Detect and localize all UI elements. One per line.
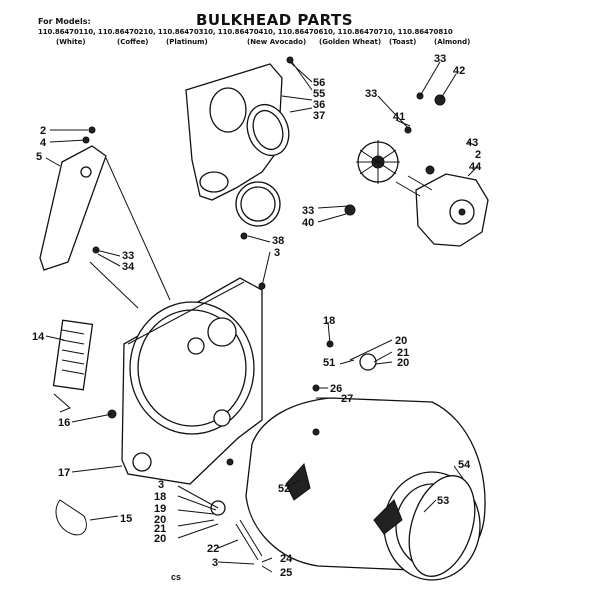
page-title: BULKHEAD PARTS [196, 11, 354, 29]
callout-14: 14 [32, 331, 45, 343]
callout-42: 42 [453, 65, 465, 77]
callout-15: 15 [120, 513, 132, 525]
callout-2-right: 2 [475, 149, 481, 161]
color-label-new-avocado: (New Avocado) [247, 38, 307, 46]
blower-wheel [356, 140, 400, 184]
callout-51: 51 [323, 357, 335, 369]
leader-lines [45, 61, 479, 573]
callout-41: 41 [393, 111, 405, 123]
color-label-white: (White) [56, 38, 86, 46]
callout-3-mid: 3 [274, 247, 280, 259]
callout-55: 55 [313, 88, 325, 100]
color-label-platinum: (Platinum) [166, 38, 208, 46]
callout-52: 52 [278, 483, 290, 495]
lint-duct-panel [39, 145, 107, 271]
gasket-ring [235, 181, 281, 227]
callouts: 56 55 36 37 33 42 33 41 43 2 44 2 4 5 33… [32, 53, 482, 582]
color-label-almond: (Almond) [434, 38, 471, 46]
callout-19: 19 [154, 503, 166, 515]
callout-22: 22 [207, 543, 219, 555]
callout-40: 40 [302, 217, 314, 229]
callout-34: 34 [122, 261, 135, 273]
callout-20-lower: 20 [154, 514, 166, 526]
callout-33-top: 33 [434, 53, 446, 65]
callout-56: 56 [313, 77, 325, 89]
heater-element [52, 319, 94, 413]
blower-housing [415, 173, 489, 247]
color-label-toast: (Toast) [389, 38, 417, 46]
callout-24: 24 [280, 553, 293, 565]
callout-26: 26 [330, 383, 342, 395]
callout-33-blower: 33 [302, 205, 314, 217]
belt-15 [55, 499, 87, 536]
callout-21-upper: 21 [397, 347, 409, 359]
color-label-golden-wheat: (Golden Wheat) [319, 38, 382, 46]
for-models-label: For Models: [38, 17, 91, 26]
roller-51 [359, 353, 377, 371]
callout-5: 5 [36, 151, 42, 163]
callout-20-upper: 20 [395, 335, 407, 347]
callout-3-bottom: 3 [212, 557, 218, 569]
callout-33-upper-mid: 33 [365, 88, 377, 100]
callout-4: 4 [40, 137, 47, 149]
callout-3-lower: 3 [158, 479, 164, 491]
callout-37: 37 [313, 110, 325, 122]
callout-20-lower-b: 20 [154, 533, 166, 545]
callout-36: 36 [313, 99, 325, 111]
callout-43: 43 [466, 137, 478, 149]
callout-25: 25 [280, 567, 292, 579]
blower-shaft [395, 175, 433, 197]
callout-18-lower: 18 [154, 491, 166, 503]
callout-53: 53 [437, 495, 449, 507]
front-bulkhead [121, 277, 263, 485]
callout-21-lower: 21 [154, 523, 166, 535]
drum-seal-54 [408, 475, 476, 577]
callout-18-upper: 18 [323, 315, 335, 327]
models-line: 110.86470110, 110.86470210, 110.86470310… [38, 28, 453, 36]
callout-38: 38 [272, 235, 284, 247]
footer-mark: cs [171, 572, 181, 582]
drive-shaft [235, 519, 263, 561]
color-label-coffee: (Coffee) [117, 38, 149, 46]
callout-54: 54 [458, 459, 471, 471]
callout-2-left: 2 [40, 125, 46, 137]
callout-44: 44 [469, 161, 482, 173]
callout-16: 16 [58, 417, 70, 429]
seal-ring-37 [246, 103, 290, 157]
callout-20-upper-b: 20 [397, 357, 409, 369]
callout-27: 27 [341, 393, 353, 405]
callout-17: 17 [58, 467, 70, 479]
callout-33-left: 33 [122, 250, 134, 262]
upper-bulkhead-housing [185, 63, 283, 201]
